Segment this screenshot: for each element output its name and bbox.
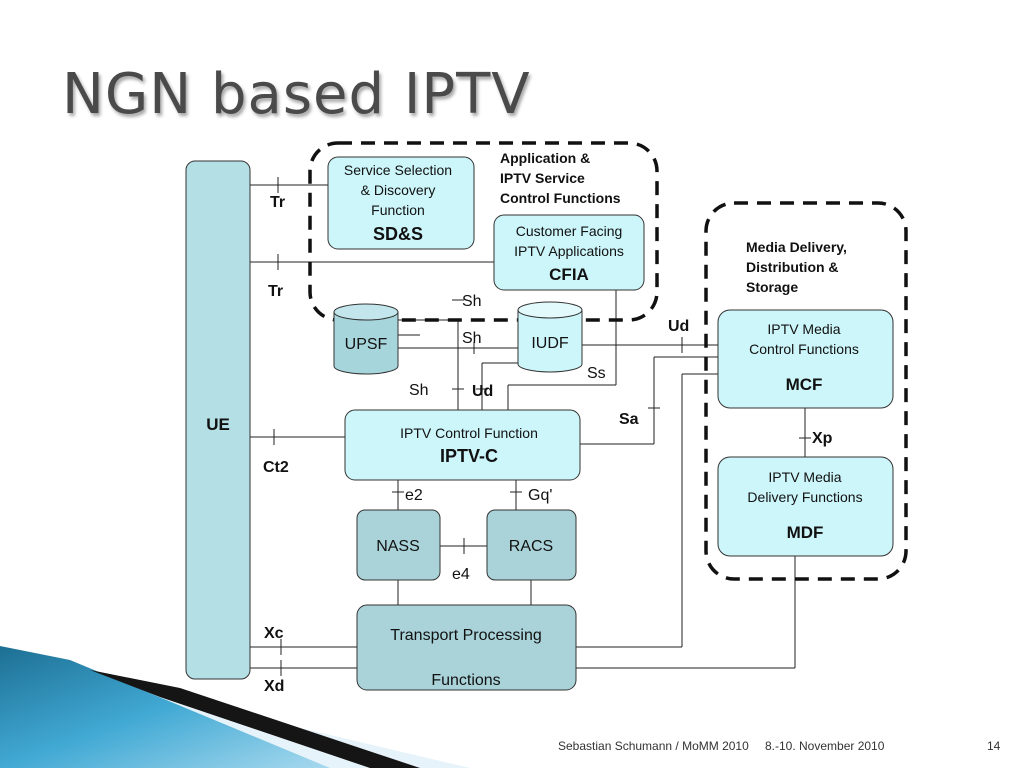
app-group-label-1: Application & — [500, 150, 590, 166]
iptvc-label-abbr: IPTV-C — [440, 446, 498, 466]
iface-ss-label: Ss — [587, 365, 606, 382]
mdf-label-abbr: MDF — [787, 523, 824, 542]
iface-sa-label: Sa — [619, 411, 639, 428]
iface-sh2-label: Sh — [462, 330, 482, 347]
slide-title: NGN based IPTV — [62, 62, 531, 127]
app-group-region — [308, 141, 659, 322]
sds-label-1: Service Selection — [344, 162, 452, 178]
upsf-database — [333, 303, 399, 375]
iface-sh1-label: Sh — [462, 293, 482, 310]
racs-label: RACS — [509, 538, 553, 555]
iface-e2-label: e2 — [405, 487, 423, 504]
iface-gq-label: Gq' — [528, 487, 552, 504]
iface-e4-label: e4 — [452, 566, 470, 583]
sds-label-abbr: SD&S — [373, 224, 423, 244]
transport-box — [356, 604, 577, 691]
iface-xc-label: Xc — [264, 625, 284, 642]
iface-sh3-label: Sh — [409, 382, 429, 399]
cfia-label-abbr: CFIA — [549, 265, 589, 284]
media-group-label-1: Media Delivery, — [746, 239, 847, 255]
swoosh-blue — [0, 646, 330, 768]
interface-ticks — [273, 177, 811, 676]
iptvc-label-1: IPTV Control Function — [400, 425, 538, 441]
swoosh-dark — [90, 670, 420, 768]
racs-box — [486, 509, 577, 581]
nass-box — [356, 509, 441, 581]
iface-xp-label: Xp — [812, 430, 833, 447]
transport-label-1: Transport Processing — [390, 627, 541, 644]
upsf-label: UPSF — [345, 336, 388, 353]
sds-box — [327, 156, 475, 250]
app-group-label-2: IPTV Service — [500, 170, 585, 186]
cfia-label-1: Customer Facing — [516, 223, 623, 239]
media-group-label-2: Distribution & — [746, 259, 839, 275]
footer-date: 8.-10. November 2010 — [765, 739, 885, 753]
mcf-label-1: IPTV Media — [767, 321, 840, 337]
ue-label: UE — [206, 415, 230, 434]
iudf-database — [517, 301, 583, 373]
media-group-label-3: Storage — [746, 279, 798, 295]
iface-xd-label: Xd — [264, 678, 284, 695]
ue-box — [185, 160, 251, 680]
mcf-box — [717, 309, 894, 409]
iface-ct2-label: Ct2 — [263, 459, 289, 476]
iface-ud2-label: Ud — [668, 318, 689, 335]
iface-tr1-label: Tr — [270, 194, 285, 211]
cfia-label-2: IPTV Applications — [514, 243, 624, 259]
mdf-label-1: IPTV Media — [768, 469, 841, 485]
mdf-box — [717, 456, 894, 557]
mdf-label-2: Delivery Functions — [747, 489, 862, 505]
sds-label-3: Function — [371, 202, 425, 218]
cfia-box — [493, 214, 645, 291]
iptvc-box — [344, 409, 581, 481]
nass-label: NASS — [376, 538, 420, 555]
mcf-label-abbr: MCF — [786, 375, 823, 394]
transport-label-2: Functions — [431, 672, 500, 689]
media-group-region — [704, 201, 908, 581]
footer-page-number: 14 — [987, 739, 1001, 753]
iface-tr2-label: Tr — [268, 283, 283, 300]
iface-ud1-label: Ud — [472, 383, 493, 400]
sds-label-2: & Discovery — [361, 182, 436, 198]
mcf-label-2: Control Functions — [749, 341, 859, 357]
iudf-label: IUDF — [531, 335, 569, 352]
app-group-label-3: Control Functions — [500, 190, 621, 206]
footer-author: Sebastian Schumann / MoMM 2010 — [558, 739, 749, 753]
